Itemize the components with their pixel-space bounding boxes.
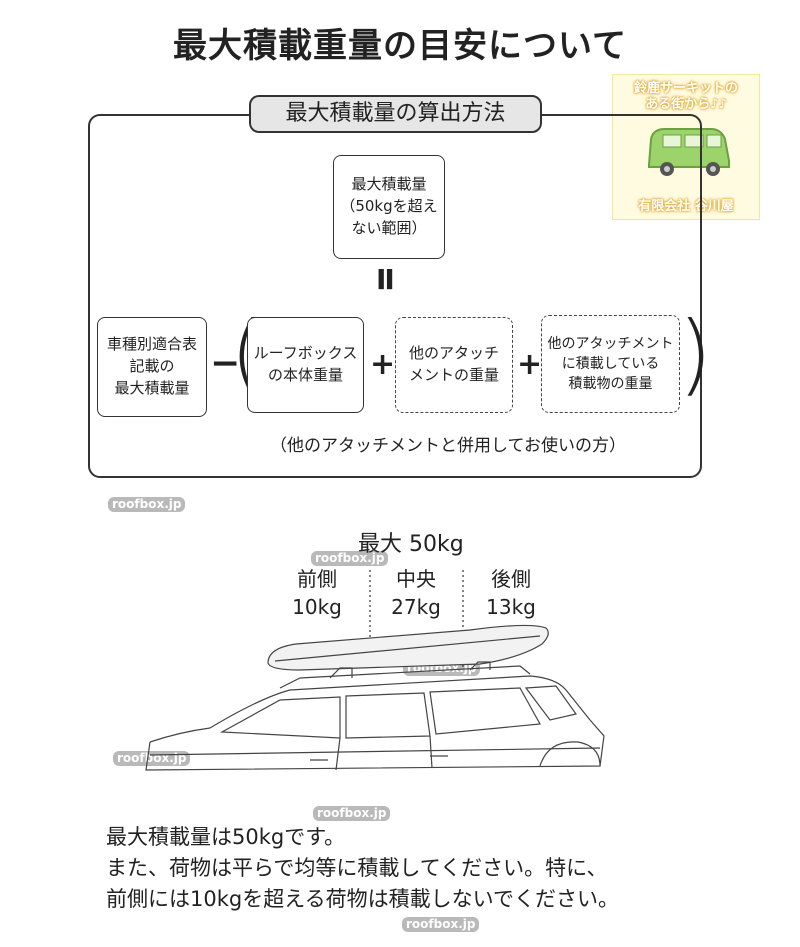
watermark: roofbox.jp [402,917,480,932]
watermark: roofbox.jp [311,551,389,566]
page-title: 最大積載重量の目安について [173,26,627,66]
van-illustration-icon [648,128,730,176]
plus-sign-2: + [517,347,543,382]
attachment-weight-box: 他のアタッチ メントの重量 [395,317,513,413]
attachment-cargo-box: 他のアタッチメント に積載している 積載物の重量 [541,315,680,413]
front-value: 10kg [292,595,342,619]
instructions-text: 最大積載量は50kgです。 また、荷物は平らで均等に積載してください。特に、 前… [106,825,619,911]
vehicle-max-load-box: 車種別適合表 記載の 最大積載量 [97,317,207,417]
max-load-box: 最大積載量 （50kgを超え ない範囲） [333,155,445,259]
front-label: 前側 [297,567,337,591]
stamp-line-1: 鈴鹿サーキットの [633,81,738,96]
watermark: roofbox.jp [108,497,186,512]
calculation-heading: 最大積載量の算出方法 [249,95,542,133]
stamp-company: 有限会社 谷川屋 [638,199,734,214]
front-weight: 前側 10kg [286,565,348,621]
equals-sign: II [376,263,395,296]
minus-sign: − [210,343,241,384]
rear-value: 13kg [486,595,536,619]
rear-weight: 後側 13kg [478,565,544,621]
usage-note: （他のアタッチメントと併用してお使いの方） [270,436,626,456]
stamp-line-2: ある街から♪♪ [645,97,727,112]
car-roofbox-illustration [145,570,605,771]
center-value: 27kg [391,595,441,619]
plus-sign-1: + [370,347,396,382]
watermark: roofbox.jp [313,806,391,821]
max-weight-label: 最大 50kg [358,532,464,557]
center-label: 中央 [396,567,436,591]
rear-label: 後側 [491,567,531,591]
close-paren: ) [678,302,713,405]
roofbox-weight-box: ルーフボックス の本体重量 [247,317,364,413]
center-weight: 中央 27kg [385,565,447,621]
shop-stamp: 鈴鹿サーキットの ある街から♪♪ 有限会社 谷川屋 [612,74,760,220]
